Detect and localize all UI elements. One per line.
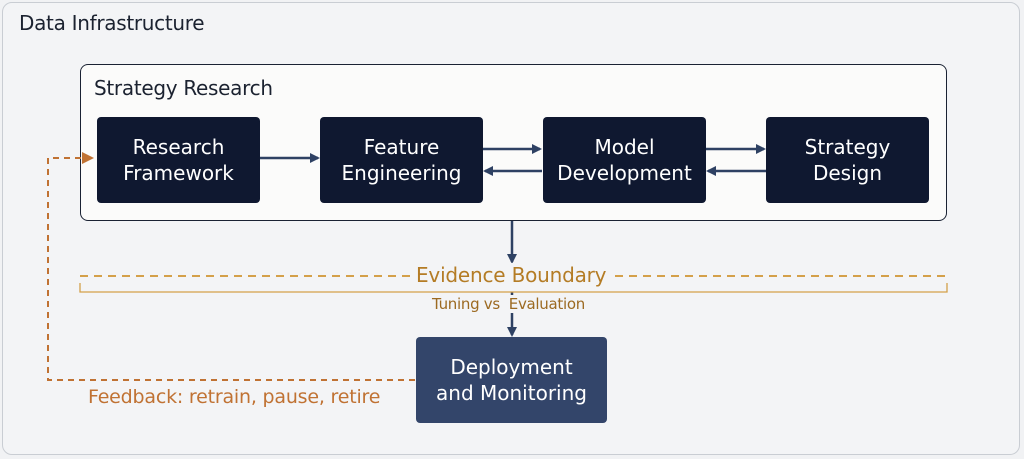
feedback-loop-arrow <box>47 152 415 381</box>
feature-engineering-line1: Feature <box>363 135 440 159</box>
model-development-line1: Model <box>594 135 655 159</box>
strategy-research-title: Strategy Research <box>94 76 273 100</box>
research-framework-line1: Research <box>132 135 225 159</box>
evidence-boundary-bracket <box>79 283 948 293</box>
strategy-design-node: Strategy Design <box>766 117 929 203</box>
research-framework-node: Research Framework <box>97 117 260 203</box>
deployment-monitoring-node: Deployment and Monitoring <box>416 337 607 423</box>
strategy-design-line1: Strategy <box>804 135 891 159</box>
evidence-boundary-label: Evidence Boundary <box>414 263 609 287</box>
tuning-vs-evaluation-label: Tuning vs Evaluation <box>432 295 585 313</box>
feature-engineering-line2: Engineering <box>341 161 462 185</box>
model-development-node: Model Development <box>543 117 706 203</box>
research-framework-line2: Framework <box>123 161 234 185</box>
model-development-line2: Development <box>557 161 692 185</box>
feedback-label: Feedback: retrain, pause, retire <box>88 386 381 408</box>
data-infrastructure-title: Data Infrastructure <box>19 11 205 35</box>
deployment-line1: Deployment <box>450 355 573 379</box>
deployment-line2: and Monitoring <box>436 381 587 405</box>
feature-engineering-node: Feature Engineering <box>320 117 483 203</box>
strategy-design-line2: Design <box>812 161 883 185</box>
